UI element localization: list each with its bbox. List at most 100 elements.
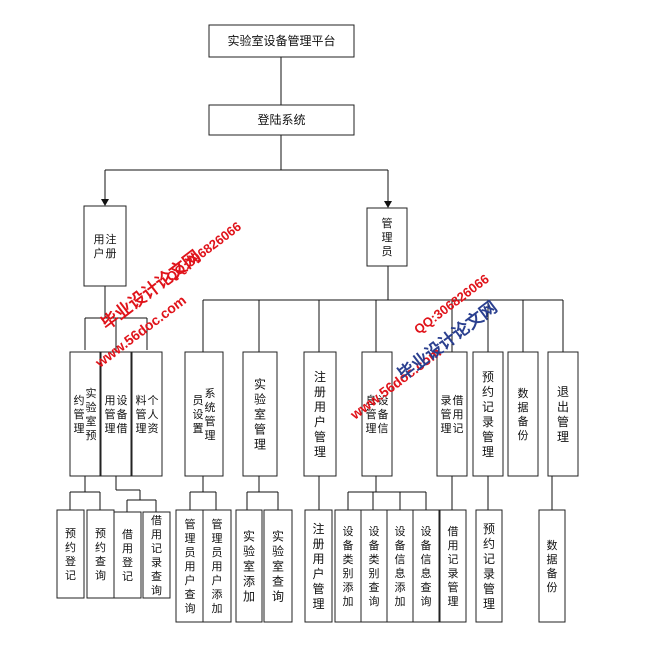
- module-8-char: 用: [453, 408, 464, 421]
- module-6-char: 注: [314, 369, 326, 384]
- module-11-char: 退: [557, 385, 569, 399]
- leaf-14-char: 记: [448, 553, 459, 566]
- leaf-14-char: 录: [448, 567, 459, 580]
- module-2-char: 设: [117, 394, 128, 407]
- module-11-char: 理: [557, 430, 569, 444]
- leaf-1-char: 预: [65, 527, 76, 540]
- module-10-char: 据: [518, 400, 529, 414]
- leaf-4-char: 借: [151, 514, 162, 527]
- module-1-char: 实: [86, 386, 97, 400]
- platform-title-box: [208, 24, 355, 58]
- leaf-7-char: 室: [243, 559, 255, 574]
- leaf-5-char: 查: [185, 587, 196, 601]
- leaf-5-char: 员: [185, 546, 196, 559]
- role-user-char: 册: [106, 247, 117, 260]
- module-5-box: [242, 351, 278, 477]
- role-admin-char: 管: [382, 216, 393, 230]
- module-6-char: 户: [314, 414, 326, 429]
- leaf-3-box: [113, 511, 142, 599]
- module-8-char: 管: [441, 407, 452, 421]
- module-4-char: 员: [193, 394, 204, 407]
- leaf-3-char: 借: [122, 528, 133, 541]
- leaf-14-box: [439, 509, 467, 623]
- leaf-4-char: 查: [151, 569, 162, 583]
- leaf-10-char: 加: [343, 595, 354, 608]
- leaf-5-char: 户: [185, 573, 196, 587]
- leaf-11-char: 类: [369, 552, 380, 566]
- leaf-3-char: 登: [122, 555, 133, 569]
- leaf-9-char: 管: [312, 581, 324, 596]
- role-user-char: 注: [106, 232, 117, 246]
- leaf-10-char: 设: [343, 525, 354, 538]
- arrowhead-icon: [384, 201, 392, 208]
- module-9-char: 记: [482, 400, 494, 414]
- leaf-13-char: 息: [421, 566, 432, 580]
- role-user-char: 户: [94, 246, 105, 260]
- leaf-5-char: 管: [185, 517, 196, 531]
- leaf-6-char: 添: [212, 587, 223, 601]
- role-admin-char: 理: [382, 231, 393, 244]
- module-9-char: 约: [482, 384, 494, 399]
- leaf-6-char: 加: [212, 602, 223, 615]
- leaf-11-char: 查: [369, 580, 380, 594]
- leaf-13-box: [412, 509, 440, 623]
- module-7-char: 理: [366, 422, 377, 435]
- leaf-12-char: 添: [395, 580, 406, 594]
- leaf-2-char: 询: [95, 569, 106, 582]
- leaf-12-char: 备: [395, 538, 406, 552]
- leaf-10-char: 添: [343, 580, 354, 594]
- leaf-2-char: 预: [95, 527, 106, 540]
- module-9-box: [472, 351, 504, 477]
- leaf-10-char: 类: [343, 552, 354, 566]
- module-4-char: 置: [193, 422, 204, 435]
- leaf-9-char: 理: [312, 597, 324, 611]
- leaf-1-char: 约: [65, 541, 76, 554]
- leaf-16-char: 份: [547, 581, 558, 594]
- module-9-char: 理: [482, 445, 494, 459]
- module-8-char: 录: [441, 394, 452, 407]
- leaf-11-char: 备: [369, 538, 380, 552]
- leaf-13-char: 设: [421, 525, 432, 538]
- leaf-14-char: 理: [448, 595, 459, 608]
- leaf-8-char: 室: [272, 559, 284, 574]
- leaf-6-char: 户: [212, 573, 223, 587]
- module-1-char: 约: [74, 394, 85, 407]
- leaf-4-box: [142, 511, 171, 599]
- module-6-char: 管: [314, 429, 326, 444]
- module-7-char: 备: [378, 407, 389, 421]
- leaf-5-char: 询: [185, 602, 196, 615]
- leaf-13-char: 查: [421, 580, 432, 594]
- module-3-char: 料: [136, 393, 147, 407]
- leaf-6-box: [202, 509, 232, 623]
- leaf-13-char: 备: [421, 538, 432, 552]
- module-3-char: 资: [148, 422, 159, 435]
- leaf-12-char: 息: [395, 566, 406, 580]
- leaf-12-box: [386, 509, 414, 623]
- leaf-6-char: 员: [212, 546, 223, 559]
- module-5-char: 理: [254, 438, 266, 452]
- leaf-15-char: 约: [483, 536, 495, 551]
- module-9-char: 录: [482, 415, 494, 429]
- leaf-8-char: 询: [272, 590, 284, 604]
- leaf-15-char: 预: [483, 522, 495, 536]
- module-3-char: 理: [136, 422, 147, 435]
- module-10-char: 份: [518, 429, 529, 442]
- leaf-1-char: 记: [65, 569, 76, 582]
- module-4-char: 管: [205, 414, 216, 428]
- leaf-8-char: 查: [272, 575, 284, 589]
- module-2-char: 管: [105, 407, 116, 421]
- leaf-2-char: 约: [95, 541, 106, 554]
- leaf-1-char: 登: [65, 554, 76, 568]
- module-4-char: 统: [205, 401, 216, 414]
- module-2-char: 理: [105, 422, 116, 435]
- leaf-12-char: 加: [395, 595, 406, 608]
- module-6-box: [303, 351, 337, 477]
- module-7-char: 信: [378, 422, 389, 435]
- leaf-3-char: 记: [122, 570, 133, 583]
- leaf-4-char: 用: [151, 528, 162, 541]
- role-user-box: [83, 205, 127, 287]
- diagram-nodes: 实验室设备管理平台登陆系统注册用户管理员实验室预约管理设备借用管理个人资料管理系…: [56, 24, 579, 623]
- module-4-box: [184, 351, 224, 477]
- module-6-char: 册: [314, 385, 326, 399]
